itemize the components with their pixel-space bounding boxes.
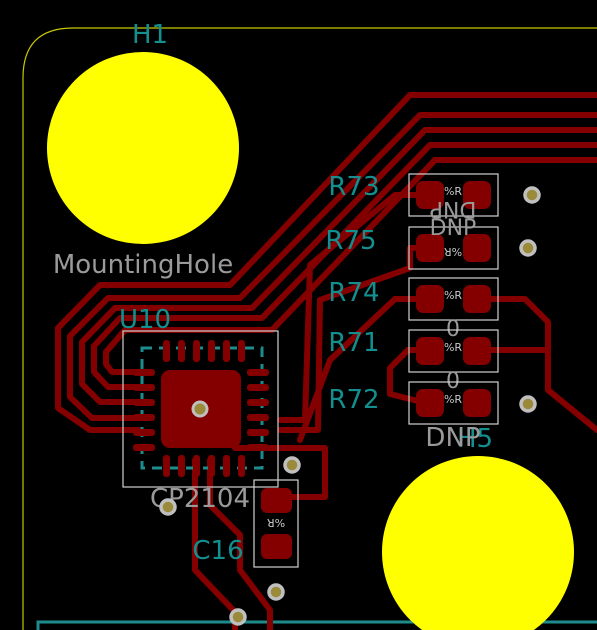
trace-10 bbox=[387, 347, 433, 407]
r72-pad-2 bbox=[463, 389, 491, 417]
r73-pad-2 bbox=[463, 181, 491, 209]
trace-6 bbox=[277, 192, 433, 423]
bottom-connector-outline bbox=[36, 620, 597, 630]
r71-fab-label: %R bbox=[444, 341, 462, 354]
r72-courtyard bbox=[408, 381, 499, 425]
via bbox=[267, 583, 285, 601]
c16-fab-label: %R bbox=[267, 516, 285, 529]
r72-pad-1 bbox=[416, 389, 444, 417]
vias bbox=[159, 186, 541, 626]
c16-footprint[interactable]: %R C16 bbox=[192, 479, 299, 568]
u10-thermal-via bbox=[191, 400, 209, 418]
r72-fab-label: %R bbox=[444, 393, 462, 406]
c16-ref-label: C16 bbox=[192, 536, 243, 566]
mounting-hole-h1[interactable]: H1 MountingHole bbox=[47, 20, 239, 280]
r72-ref-label: R72 bbox=[328, 385, 379, 415]
r75-fab-label: %R bbox=[444, 245, 462, 258]
c16-courtyard bbox=[253, 479, 299, 568]
copper-traces bbox=[55, 92, 597, 630]
r71-pad-2 bbox=[463, 337, 491, 365]
r74-fab-label: %R bbox=[444, 289, 462, 302]
via bbox=[519, 395, 537, 413]
u10-footprint[interactable]: U10 CP2104 bbox=[119, 305, 279, 514]
r72-footprint[interactable]: %R DNP R72 bbox=[328, 381, 499, 453]
via bbox=[229, 608, 247, 626]
mounting-hole-h5-pad bbox=[382, 456, 574, 630]
r74-footprint[interactable]: %R 0 R74 bbox=[328, 277, 499, 342]
mounting-hole-h5[interactable]: H5 bbox=[382, 424, 574, 630]
r75-footprint[interactable]: %R DNP R75 bbox=[325, 216, 499, 270]
r73-value-label: DNP bbox=[430, 196, 477, 221]
via bbox=[519, 239, 537, 257]
u10-courtyard bbox=[122, 330, 279, 488]
trace-4 bbox=[91, 142, 597, 390]
r71-pad-1 bbox=[416, 337, 444, 365]
board-outline bbox=[22, 27, 597, 630]
r71-ref-label: R71 bbox=[328, 328, 379, 358]
c16-pad-1 bbox=[261, 488, 292, 513]
r75-ref-label: R75 bbox=[325, 226, 376, 256]
h1-value-label: MountingHole bbox=[53, 250, 233, 280]
trace-5 bbox=[103, 157, 597, 375]
c16-pad-2 bbox=[261, 534, 292, 559]
trace-13 bbox=[207, 457, 273, 630]
r73-ref-label: R73 bbox=[328, 172, 379, 202]
r73-pad-1 bbox=[416, 181, 444, 209]
r73-fab-label: %R bbox=[444, 185, 462, 198]
trace-7 bbox=[277, 245, 433, 433]
trace-8 bbox=[475, 296, 597, 433]
mounting-hole-h1-pad bbox=[47, 52, 239, 244]
r74-pad-2 bbox=[463, 285, 491, 313]
h5-ref-label: H5 bbox=[457, 424, 493, 454]
trace-3 bbox=[79, 127, 597, 405]
r75-pad-1 bbox=[416, 234, 444, 262]
via bbox=[283, 456, 301, 474]
r74-pad-1 bbox=[416, 285, 444, 313]
trace-11 bbox=[297, 296, 433, 443]
via bbox=[523, 186, 541, 204]
r74-ref-label: R74 bbox=[328, 278, 379, 308]
r73-footprint[interactable]: %R DNP R73 bbox=[328, 172, 499, 221]
r75-value-label: DNP bbox=[430, 216, 477, 241]
r74-courtyard bbox=[408, 277, 499, 321]
via bbox=[159, 498, 177, 516]
r72-value-label: DNP bbox=[425, 423, 480, 453]
r75-pad-2 bbox=[463, 234, 491, 262]
r73-courtyard bbox=[408, 173, 499, 217]
trace-2 bbox=[67, 112, 597, 421]
r75-courtyard bbox=[408, 226, 499, 270]
u10-fab-outline bbox=[140, 346, 264, 470]
u10-ref-label: U10 bbox=[119, 305, 171, 335]
r71-courtyard bbox=[408, 329, 499, 373]
trace-1 bbox=[55, 92, 597, 433]
h1-ref-label: H1 bbox=[132, 20, 168, 50]
